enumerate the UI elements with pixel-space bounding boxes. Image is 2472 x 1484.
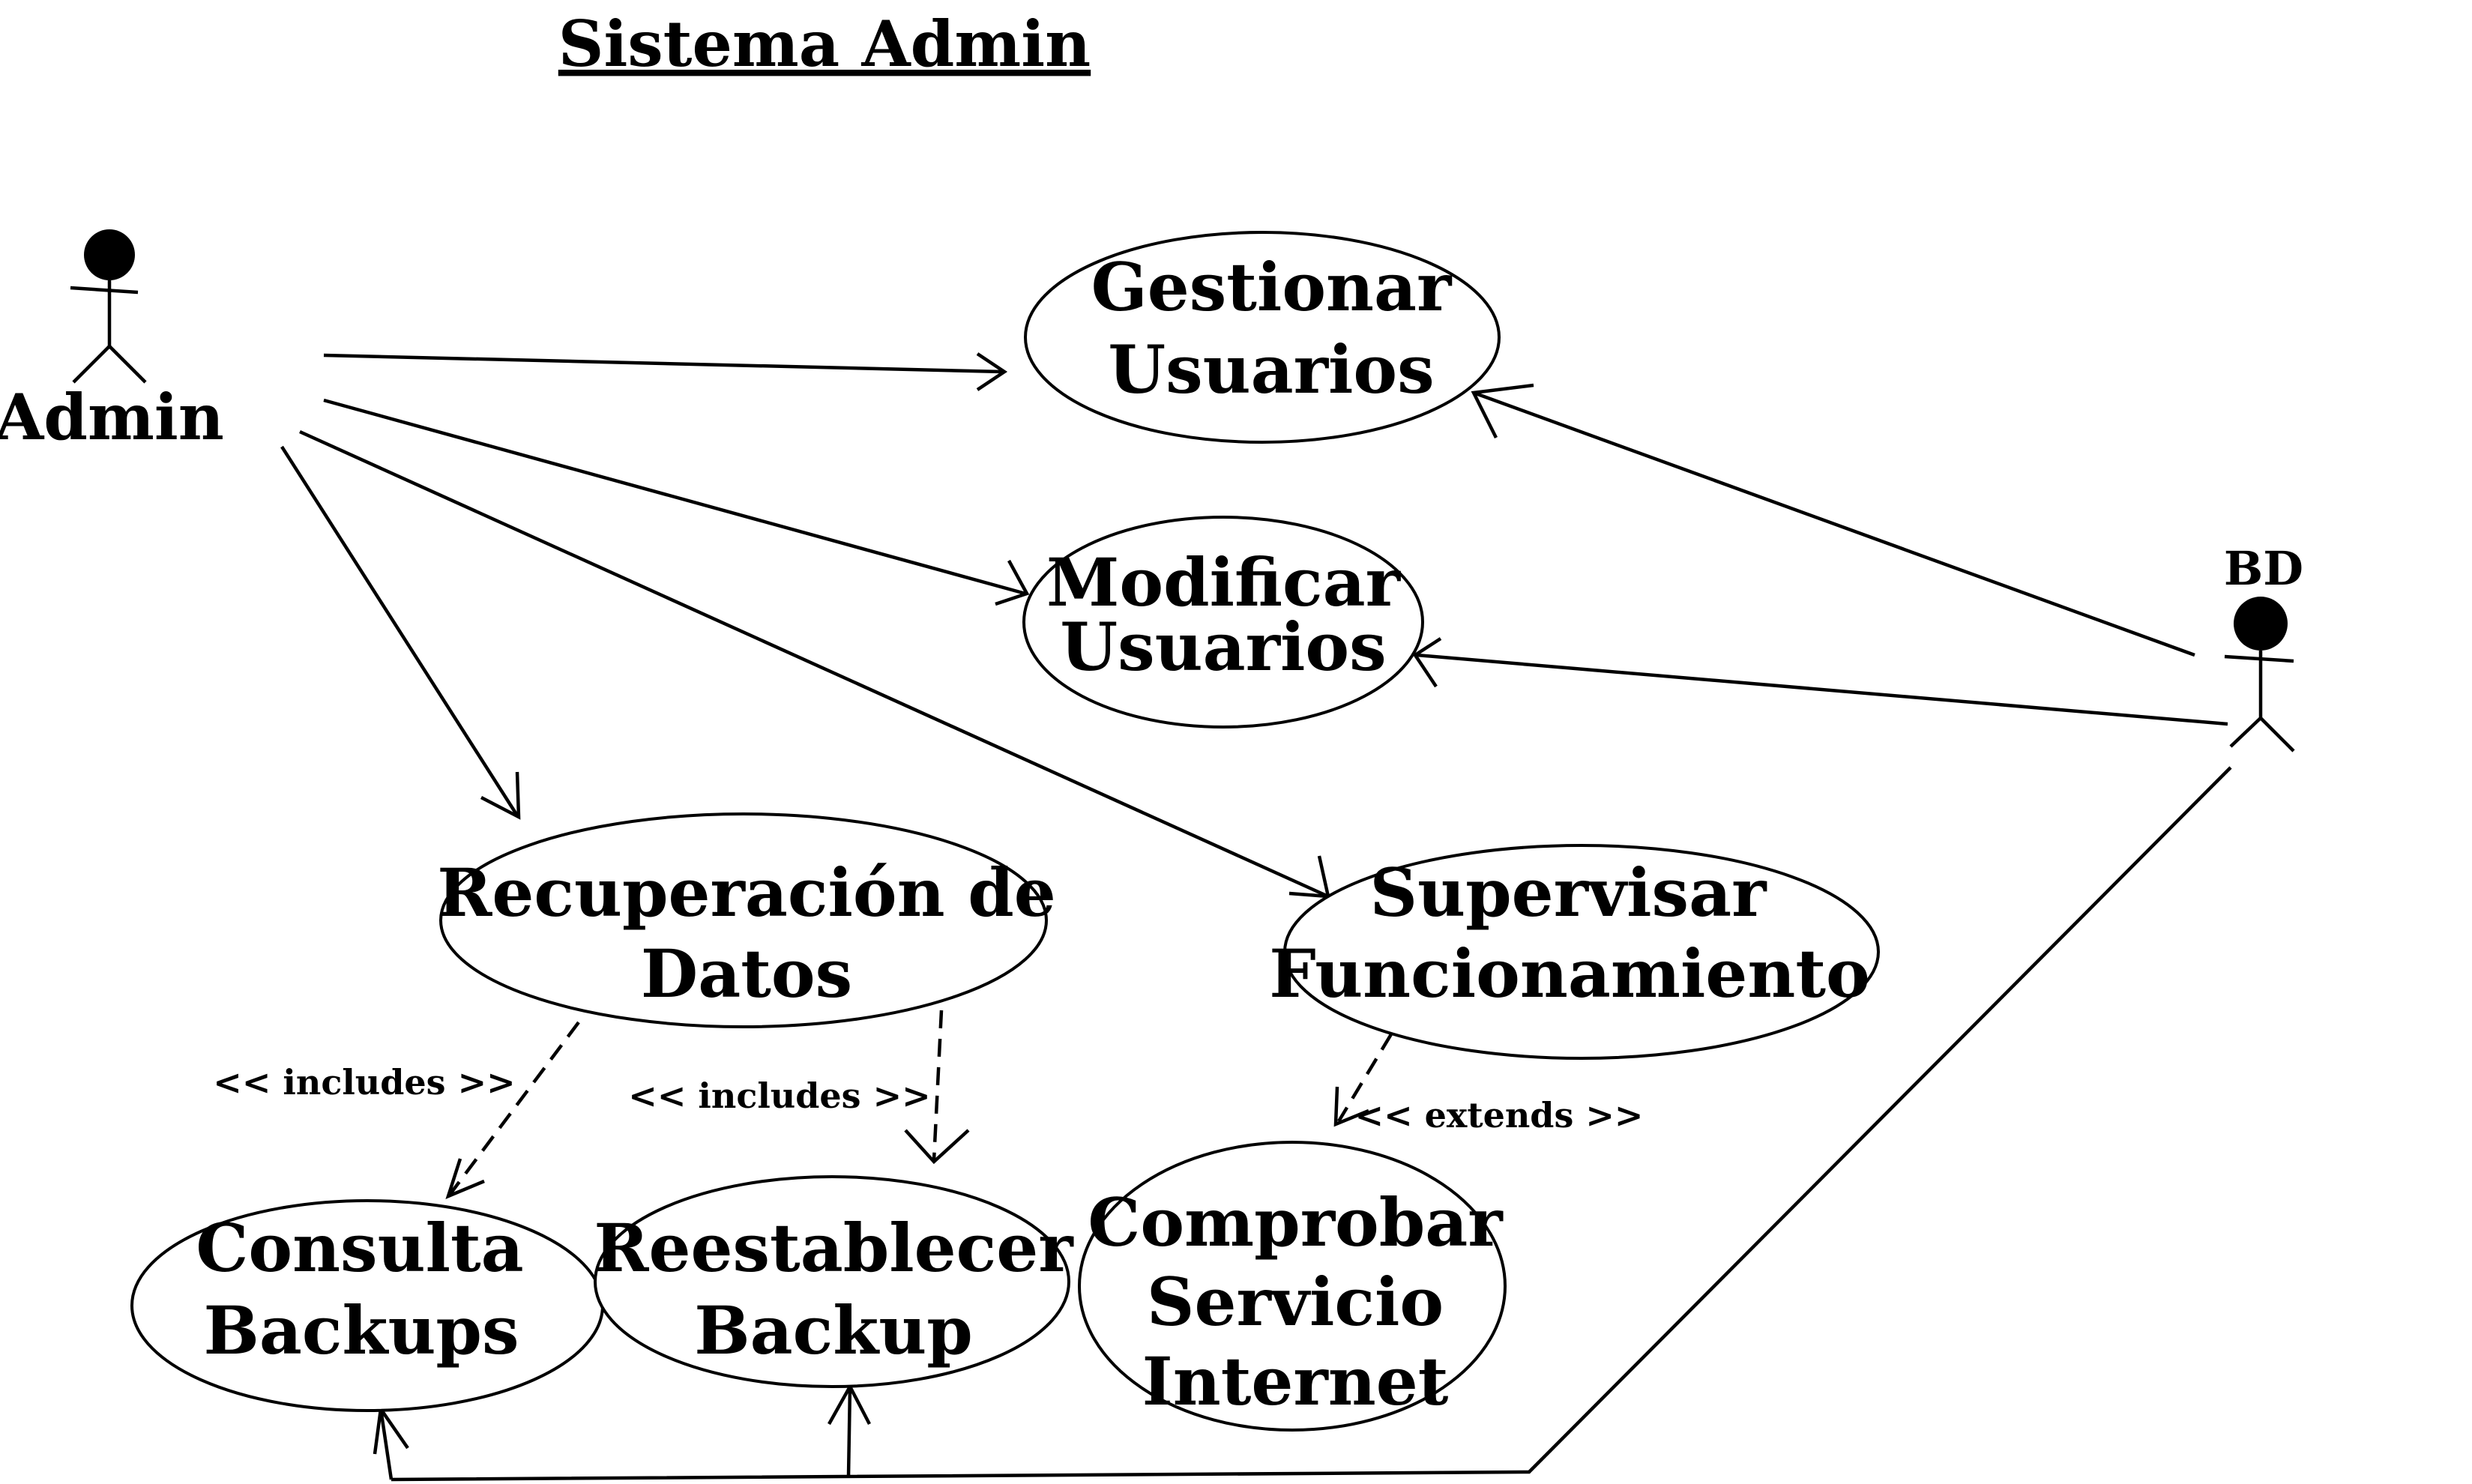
admin-to-gestionar-association [323, 352, 1008, 391]
use-case-label: Comprobar [1088, 1183, 1504, 1261]
use-case-label: Consulta [196, 1209, 523, 1287]
use-case-recuperacion-datos: Recuperación de Datos [437, 812, 1056, 1028]
use-case-label: Modificar [1046, 543, 1402, 621]
use-case-label: Datos [641, 935, 852, 1013]
bd-to-modificar-association [1412, 637, 2228, 726]
use-case-label: Backup [694, 1291, 972, 1369]
bd-actor-label: BD [2224, 541, 2303, 596]
use-case-modificar-usuarios: Modificar Usuarios [1022, 516, 1424, 729]
extends-comprobar-dependency [1333, 1033, 1393, 1127]
use-case-gestionar-usuarios: Gestionar Usuarios [1024, 231, 1501, 444]
includes-consulta-dependency [445, 1021, 580, 1199]
use-case-label: Backups [203, 1291, 519, 1369]
diagram-title: Sistema Admin [558, 7, 1091, 81]
use-case-label: Gestionar [1091, 248, 1453, 326]
use-case-reestablecer-backup: Reestablecer Backup [594, 1175, 1074, 1388]
bd-actor-icon [2224, 597, 2295, 752]
bd-to-gestionar-association [1471, 383, 2195, 657]
use-case-label: Funcionamiento [1269, 935, 1869, 1013]
stereotype-extends-label: << extends >> [1355, 1095, 1644, 1135]
stereotype-includes-label: << includes >> [628, 1076, 930, 1116]
use-case-comprobar-servicio-internet: Comprobar Servicio Internet [1078, 1141, 1507, 1432]
use-case-label: Recuperación de [437, 854, 1055, 932]
stereotype-includes-label: << includes >> [213, 1062, 515, 1103]
use-case-label: Reestablecer [594, 1209, 1074, 1287]
admin-actor-icon [70, 229, 147, 384]
admin-actor-label: Admin [0, 380, 224, 454]
use-case-label: Servicio [1147, 1263, 1444, 1341]
use-case-supervisar-funcionamiento: Supervisar Funcionamiento [1269, 844, 1880, 1060]
use-case-label: Supervisar [1370, 854, 1768, 932]
use-case-consulta-backups: Consulta Backups [130, 1199, 604, 1412]
admin-to-modificar-association [323, 398, 1030, 606]
use-case-label: Internet [1142, 1342, 1449, 1420]
use-case-label: Usuarios [1060, 608, 1386, 686]
admin-to-recuperacion-association [280, 445, 521, 820]
use-case-label: Usuarios [1108, 331, 1434, 408]
includes-reestablecer-dependency [904, 1010, 970, 1165]
